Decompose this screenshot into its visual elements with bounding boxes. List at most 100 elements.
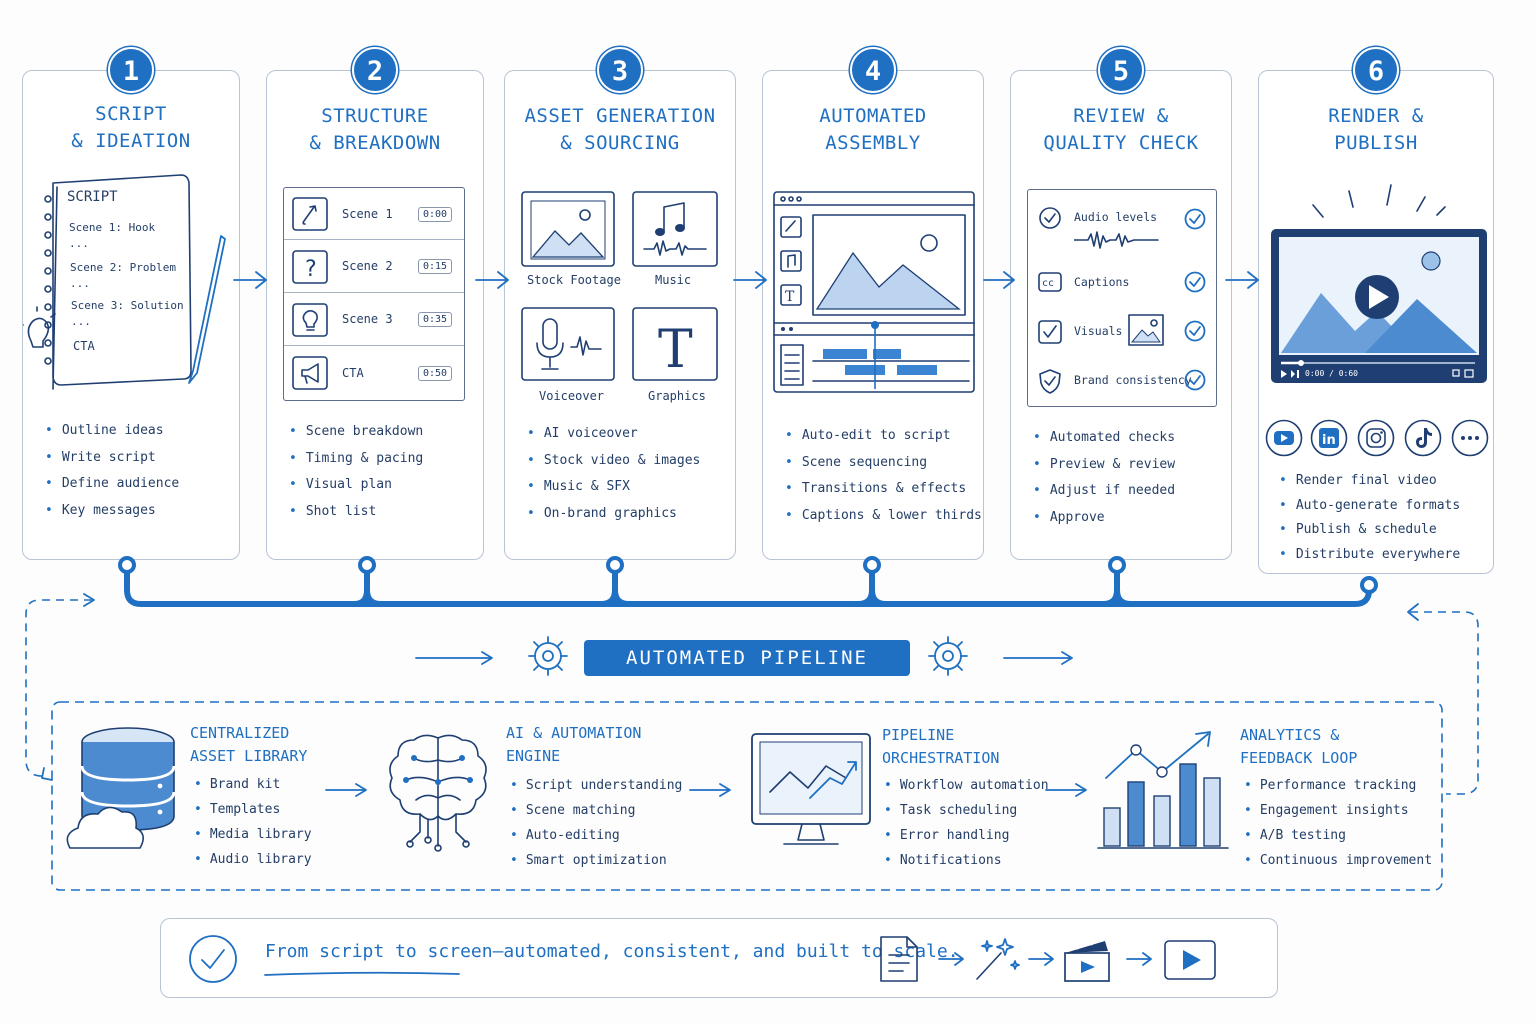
bullet-item: Engagement insights [1244, 798, 1432, 823]
check-label: Visuals [1074, 324, 1123, 338]
svg-text:?: ? [304, 257, 317, 282]
more-icon[interactable] [1451, 419, 1489, 457]
step-title: ASSET GENERATION& SOURCING [524, 105, 716, 154]
instagram-icon[interactable] [1357, 419, 1395, 457]
tiktok-icon[interactable] [1404, 419, 1442, 457]
bullet-item: AI voiceover [527, 421, 729, 448]
magic-wand-icon [976, 938, 1020, 980]
bullet-item: Stock video & images [527, 448, 729, 475]
bullet-item: Transitions & effects [785, 476, 977, 503]
bullet-item: Write script [45, 445, 233, 472]
step-number: 4 [850, 47, 896, 93]
asset-label: Graphics [648, 389, 706, 403]
bullet-item: Performance tracking [1244, 773, 1432, 798]
bullet-item: Brand kit [194, 772, 312, 797]
bullet-item: Media library [194, 822, 312, 847]
image-icon [1128, 314, 1164, 346]
svg-text:T: T [785, 289, 795, 305]
notebook-line: ... [71, 315, 91, 328]
step-number: 2 [352, 47, 398, 93]
bullet-item: Scene sequencing [785, 450, 977, 477]
bullet-item: On-brand graphics [527, 501, 729, 528]
check-label: Captions [1074, 275, 1130, 289]
system-bullets: Script understanding Scene matching Auto… [510, 773, 683, 873]
pipeline-node [606, 556, 624, 574]
scene-row: ? Scene 2 0:15 [284, 240, 464, 293]
bullet-item: Captions & lower thirds [785, 503, 982, 530]
play-button-icon [1164, 940, 1216, 980]
bullet-item: A/B testing [1244, 823, 1432, 848]
status-check-icon [1184, 208, 1206, 230]
database-cloud-icon [66, 727, 176, 849]
scene-row: Scene 1 0:00 [284, 188, 464, 240]
notebook-line: Scene 2: Problem [70, 261, 176, 274]
step-title: REVIEW &QUALITY CHECK [1043, 105, 1199, 154]
scene-time: 0:50 [418, 366, 453, 381]
lightbulb-icon [292, 303, 328, 337]
bullet-item: Approve [1033, 505, 1225, 532]
ai-brain-icon [389, 734, 487, 852]
bullet-item: Preview & review [1033, 452, 1225, 479]
step-card-2: 2 STRUCTURE& BREAKDOWN Scene 1 0:00 ? Sc… [266, 47, 484, 560]
bullet-item: Workflow automation [884, 773, 1049, 798]
pipeline-node [118, 556, 136, 574]
script-notebook-icon [23, 174, 226, 390]
notebook-line: ... [69, 237, 89, 250]
captions-icon: cc [1038, 272, 1062, 292]
player-time: 0:00 / 0:60 [1305, 369, 1358, 378]
pipeline-node [863, 556, 881, 574]
bullet-item: Outline ideas [45, 418, 233, 445]
svg-text:T: T [658, 320, 693, 380]
step-bullets: AI voiceover Stock video & images Music … [527, 421, 729, 527]
bullet-item: Publish & schedule [1279, 518, 1487, 543]
video-player-icon [1271, 184, 1487, 383]
svg-text:in: in [1322, 433, 1336, 448]
svg-text:cc: cc [1042, 278, 1054, 289]
bullet-item: Notifications [884, 848, 1049, 873]
bullet-item: Auto-editing [510, 823, 682, 848]
bullet-item: Auto-edit to script [785, 423, 977, 450]
step-card-5: 5 REVIEW &QUALITY CHECK Audio levels cc … [1010, 47, 1232, 560]
step-title: SCRIPT& IDEATION [71, 103, 191, 152]
hook-icon [292, 197, 328, 231]
step-bullets: Render final video Auto-generate formats… [1279, 469, 1487, 567]
step-number: 5 [1098, 47, 1144, 93]
youtube-icon[interactable] [1265, 419, 1303, 457]
scene-list: Scene 1 0:00 ? Scene 2 0:15 Scene 3 0:35… [283, 187, 465, 401]
bullet-item: Visual plan [289, 472, 477, 499]
system-bullets: Performance tracking Engagement insights… [1244, 773, 1432, 873]
bullet-item: Render final video [1279, 469, 1487, 494]
bullet-item: Templates [194, 797, 312, 822]
pipeline-label: AUTOMATED PIPELINE [584, 640, 910, 676]
bullet-item: Automated checks [1033, 425, 1225, 452]
clapperboard-icon [1064, 935, 1110, 982]
bullet-item: Audio library [194, 847, 312, 872]
linkedin-icon[interactable]: in [1310, 419, 1348, 457]
bullet-item: Shot list [289, 499, 477, 526]
step-card-3: 3 ASSET GENERATION& SOURCING Stock Foota… [504, 47, 736, 560]
video-editor-icon: T [773, 191, 975, 393]
step-bullets: Scene breakdown Timing & pacing Visual p… [289, 419, 477, 525]
scene-time: 0:35 [418, 312, 453, 327]
bullet-item: Error handling [884, 823, 1049, 848]
status-check-icon [1184, 369, 1206, 391]
footer-banner: From script to screen—automated, consist… [160, 918, 1278, 998]
scene-time: 0:00 [418, 207, 453, 222]
footer-tagline: From script to screen—automated, consist… [265, 941, 959, 962]
notebook-line: ... [70, 277, 90, 290]
check-label: Audio levels [1074, 210, 1158, 224]
step-number: 1 [108, 47, 154, 93]
asset-label: Music [655, 273, 692, 287]
bullet-item: Distribute everywhere [1279, 543, 1487, 568]
system-bullets: Brand kit Templates Media library Audio … [194, 772, 312, 872]
bullet-item: Smart optimization [510, 848, 682, 873]
bullet-item: Timing & pacing [289, 446, 477, 473]
document-icon [880, 936, 918, 982]
scene-row: CTA 0:50 [284, 346, 464, 400]
visual-check-icon [1038, 320, 1062, 344]
asset-label: Stock Footage [527, 273, 621, 287]
